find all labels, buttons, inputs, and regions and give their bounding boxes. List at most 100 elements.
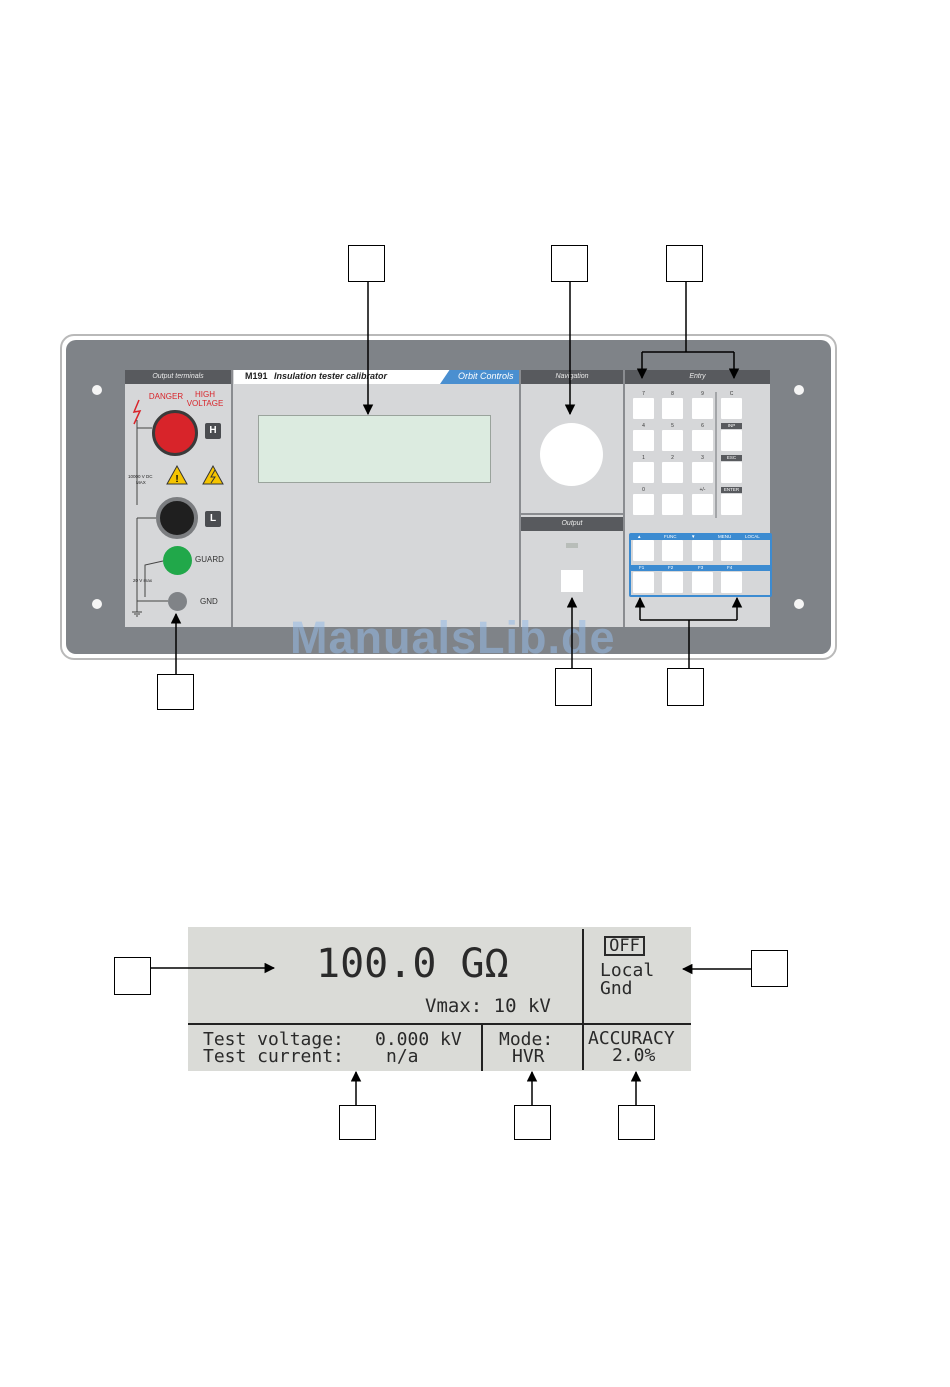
category-rating-label: MAX	[136, 480, 146, 485]
lcd-gnd-label: Gnd	[600, 978, 633, 999]
mount-hole	[92, 599, 102, 609]
keypad-key[interactable]	[633, 430, 654, 451]
keypad-key-label: +/-	[699, 487, 706, 493]
mount-hole	[794, 385, 804, 395]
function-key[interactable]	[692, 540, 713, 561]
lcd-local-label: Local	[600, 960, 655, 981]
lcd-test-voltage-label: Test voltage:	[203, 1029, 344, 1050]
brand-name: Orbit Controls	[458, 371, 514, 381]
keypad-key-label: C	[729, 391, 734, 397]
keypad-key[interactable]	[633, 494, 654, 515]
keypad-key[interactable]	[662, 398, 683, 419]
func-key-label: MENU	[718, 534, 732, 539]
lcd-main-value: 100.0 GΩ	[316, 941, 509, 987]
terminal-h-red[interactable]	[152, 410, 198, 456]
navigation-knob[interactable]	[540, 423, 603, 486]
func-strip-top	[631, 534, 770, 540]
keypad-key-label: 9	[701, 391, 704, 397]
keypad-key-label: 0	[642, 487, 645, 493]
divider	[231, 370, 233, 627]
divider	[519, 370, 521, 627]
function-key[interactable]	[692, 572, 713, 593]
keypad-key-label: ESC	[721, 455, 742, 461]
keypad-key[interactable]	[662, 462, 683, 483]
keypad-key-label: ENTER	[721, 487, 742, 493]
func-key-label: FUNC	[664, 534, 677, 539]
func-key-label: F3	[698, 565, 704, 570]
divider	[623, 370, 625, 627]
model-description: Insulation tester calibrator	[274, 371, 388, 381]
high-voltage-label: HIGH VOLTAGE	[186, 390, 224, 408]
lcd-mode-label: Mode:	[499, 1029, 554, 1050]
divider	[715, 392, 717, 518]
output-button[interactable]	[561, 570, 583, 592]
callout-box-main-value	[114, 957, 151, 995]
keypad-key[interactable]	[721, 430, 742, 451]
lcd-test-current-label: Test current:	[203, 1046, 344, 1067]
divider	[521, 513, 623, 515]
lcd-test-current-value: n/a	[386, 1046, 419, 1067]
callout-box-display	[348, 245, 385, 282]
keypad-key[interactable]	[633, 398, 654, 419]
lcd-accuracy-label: ACCURACY	[588, 1028, 675, 1049]
lcd-screen	[188, 927, 691, 1071]
terminal-gnd[interactable]	[168, 592, 187, 611]
keypad-key[interactable]	[662, 494, 683, 515]
callout-box-mode	[514, 1105, 551, 1140]
title-bar-brand-strip	[440, 370, 519, 384]
model-name: M191	[245, 371, 268, 381]
function-key[interactable]	[721, 540, 742, 561]
func-key-label: F1	[639, 565, 645, 570]
mount-hole	[92, 385, 102, 395]
keypad-key[interactable]	[721, 398, 742, 419]
keypad-key[interactable]	[692, 398, 713, 419]
lcd-divider	[188, 1023, 691, 1025]
keypad-key[interactable]	[633, 462, 654, 483]
function-key[interactable]	[633, 540, 654, 561]
section-header-navigation: Navigation	[521, 370, 623, 384]
callout-box-terminals	[157, 674, 194, 710]
lcd-vmax: Vmax: 10 kV	[425, 995, 551, 1017]
lcd-divider	[481, 1024, 483, 1071]
func-key-label: F4	[727, 565, 733, 570]
section-header-output-terminals: Output terminals	[125, 370, 231, 384]
lcd-divider	[582, 929, 584, 1070]
function-key[interactable]	[721, 572, 742, 593]
keypad-key[interactable]	[692, 494, 713, 515]
keypad-key-label: 7	[642, 391, 645, 397]
callout-box-output	[555, 668, 592, 706]
terminal-l-black[interactable]	[156, 497, 198, 539]
svg-text:!: !	[175, 474, 178, 485]
output-led	[566, 543, 578, 548]
callout-box-function-keys	[667, 668, 704, 706]
section-header-output: Output	[521, 517, 623, 531]
mount-hole	[794, 599, 804, 609]
keypad-key[interactable]	[721, 462, 742, 483]
terminal-guard-green[interactable]	[163, 546, 192, 575]
keypad-key-label: 8	[671, 391, 674, 397]
function-key[interactable]	[633, 572, 654, 593]
keypad-key-label: 4	[642, 423, 645, 429]
lcd-test-voltage-value: 0.000 kV	[375, 1029, 462, 1050]
func-key-label: F2	[668, 565, 674, 570]
keypad-key-label: 3	[701, 455, 704, 461]
func-key-label: LOCAL	[745, 534, 760, 539]
func-strip-bottom	[631, 565, 770, 571]
function-key[interactable]	[662, 540, 683, 561]
keypad-key-label: INP	[721, 423, 742, 429]
keypad-key[interactable]	[692, 430, 713, 451]
func-key-label: ▲	[637, 534, 642, 539]
guard-label: GUARD	[195, 555, 224, 564]
keypad-key[interactable]	[662, 430, 683, 451]
lcd-accuracy-value: 2.0%	[612, 1045, 656, 1066]
function-key[interactable]	[662, 572, 683, 593]
gnd-label: GND	[200, 597, 218, 606]
callout-box-accuracy	[618, 1105, 655, 1140]
terminal-h-tag: H	[205, 423, 221, 439]
callout-box-test-values	[339, 1105, 376, 1140]
keypad-key[interactable]	[721, 494, 742, 515]
voltage-rating-label: 10000 V DC	[128, 474, 153, 479]
keypad-key[interactable]	[692, 462, 713, 483]
